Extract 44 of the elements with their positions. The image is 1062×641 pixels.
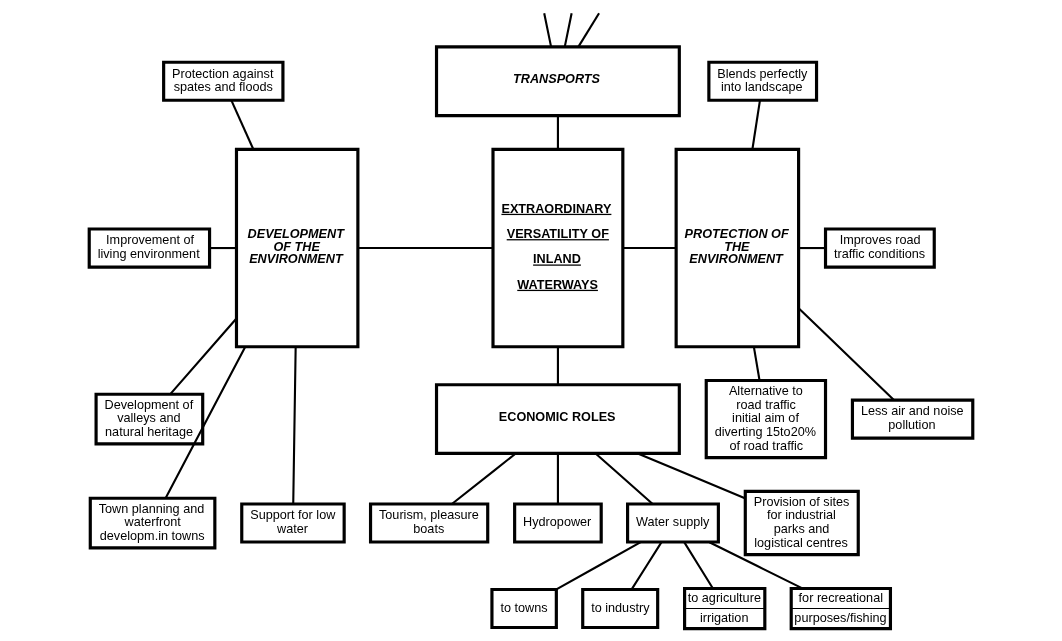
node-box: Support for low water (240, 502, 346, 544)
node-box: Blends perfectly into landscape (707, 60, 819, 102)
connector (556, 346, 559, 385)
node-box: Development of valleys and natural heritage (94, 392, 205, 446)
connector (292, 346, 297, 504)
node-box: EXTRAORDINARY VERSATILITY OF INLAND WATERWAYS (491, 147, 625, 349)
node-box: Provision of sites for industrial parks and logistical centres (743, 489, 860, 557)
connector (577, 12, 600, 48)
connector (683, 541, 714, 589)
node-box: Town planning and waterfront developm.in towns (88, 496, 217, 550)
connector (752, 346, 761, 381)
connector (637, 452, 746, 500)
node-box: Improvement of living environment (87, 227, 212, 269)
connector (708, 541, 803, 590)
connector (798, 247, 826, 250)
node-box: Water supply (626, 502, 720, 544)
connector (209, 247, 237, 250)
connector (230, 100, 255, 150)
connector (556, 115, 559, 150)
connector (594, 452, 654, 505)
node-box: Protection against spates and floods (162, 60, 285, 102)
connector (451, 452, 517, 505)
connector (358, 247, 493, 250)
node-box: to towns (490, 587, 558, 630)
connector (797, 307, 895, 401)
node-box: Tourism, pleasure boats (368, 502, 490, 544)
node-box: Hydropower (513, 502, 603, 544)
connector (169, 318, 237, 395)
connector (563, 13, 573, 47)
node-box: DEVELOPMENT OF THE ENVIRONMENT (234, 147, 360, 349)
connector (751, 100, 761, 150)
connector (623, 247, 676, 250)
connector (630, 541, 663, 590)
node-box: Improves road traffic conditions (823, 227, 936, 269)
node-box: to industry (581, 587, 660, 630)
node-box: ECONOMIC ROLES (434, 383, 681, 455)
connector (556, 453, 559, 504)
connector (164, 346, 247, 499)
node-box: TRANSPORTS (434, 45, 681, 118)
node-box: Alternative to road traffic initial aim of diverting 15to20% of road traffic (704, 378, 828, 460)
node-box: Less air and noise pollution (850, 398, 975, 440)
node-box: PROTECTION OF THE ENVIRONMENT (674, 147, 801, 349)
connector (555, 541, 642, 591)
connector (543, 13, 553, 47)
